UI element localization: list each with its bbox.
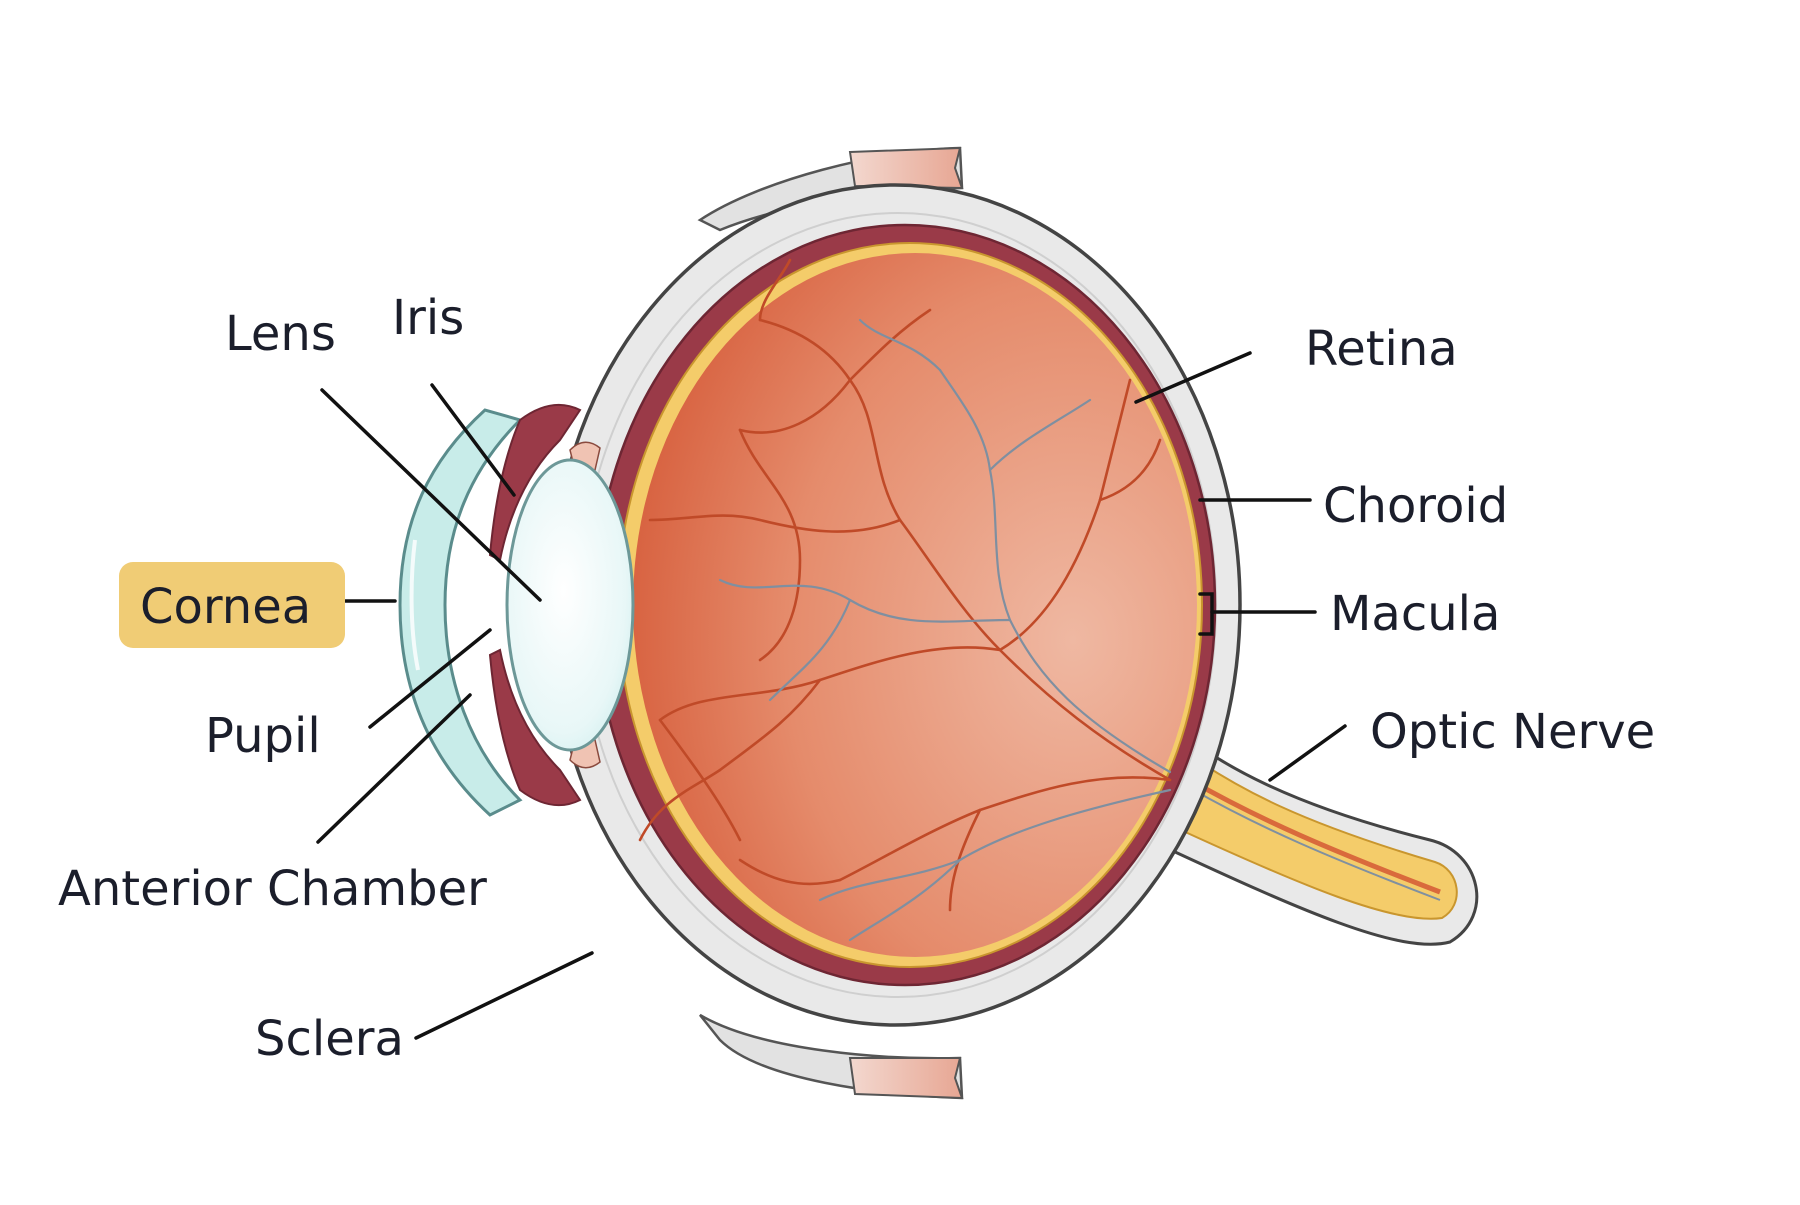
- label-choroid: Choroid: [1323, 478, 1508, 534]
- label-macula: Macula: [1330, 586, 1500, 642]
- label-cornea: Cornea: [140, 579, 311, 635]
- cornea-highlight: [119, 562, 345, 648]
- extraocular-muscles: [697, 146, 964, 1100]
- label-optic-nerve: Optic Nerve: [1370, 704, 1655, 760]
- label-retina: Retina: [1305, 321, 1458, 377]
- label-iris: Iris: [392, 290, 464, 346]
- label-anterior-chamber: Anterior Chamber: [58, 861, 487, 917]
- label-lens: Lens: [225, 306, 336, 362]
- vitreous-body: [633, 253, 1197, 957]
- label-sclera: Sclera: [255, 1011, 404, 1067]
- label-pupil: Pupil: [205, 708, 321, 764]
- leader-lines: [316, 351, 1347, 1040]
- optic-nerve: [1158, 722, 1479, 946]
- macula-bracket: [1198, 592, 1214, 636]
- cornea-shape: [398, 408, 523, 817]
- lens-shape: [505, 458, 635, 752]
- retinal-vessels: [638, 258, 1172, 942]
